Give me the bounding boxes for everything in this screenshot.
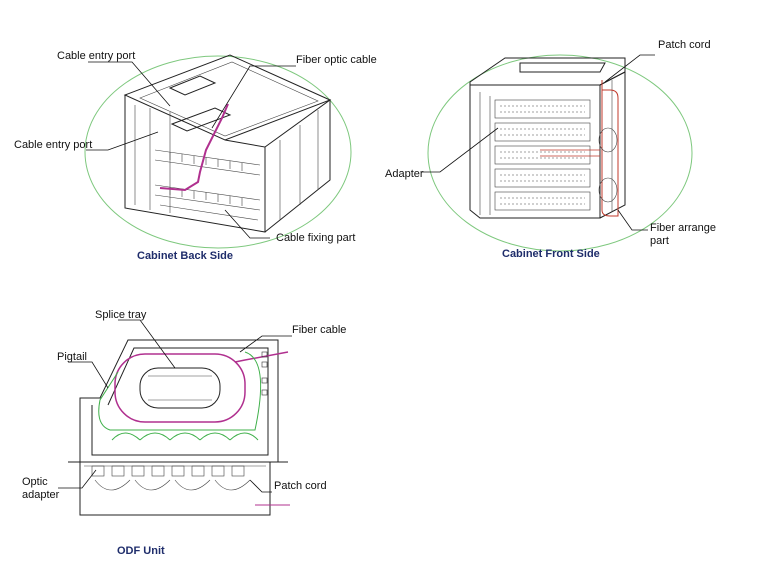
odf-pigtails	[98, 351, 262, 441]
back-label-fiber-optic-cable: Fiber optic cable	[296, 54, 377, 66]
odf-title: ODF Unit	[117, 545, 165, 557]
odf-unit-figure	[68, 339, 290, 516]
front-label-fiber-arrange-part: part	[650, 235, 669, 247]
odf-right-ports	[261, 351, 268, 396]
cabinet-back-figure	[84, 54, 352, 249]
odf-adapter-row	[91, 465, 251, 491]
front-title: Cabinet Front Side	[502, 248, 600, 260]
back-title: Cabinet Back Side	[137, 250, 233, 262]
back-label-cable-entry-top: Cable entry port	[57, 50, 135, 62]
odf-label-patch-cord: Patch cord	[274, 480, 327, 492]
back-cabinet-right-face	[264, 99, 331, 233]
back-highlight-ellipse	[84, 55, 352, 249]
odf-splice-tray	[114, 353, 246, 423]
odf-label-fiber-cable: Fiber cable	[292, 324, 346, 336]
odf-label-splice-tray: Splice tray	[95, 309, 147, 321]
front-adapter-rows	[494, 99, 591, 211]
odf-label-adapter: adapter	[22, 489, 60, 501]
odf-label-pigtail: Pigtail	[57, 351, 87, 363]
odf-label-optic: Optic	[22, 476, 48, 488]
cabinet-front-figure	[427, 54, 693, 252]
front-highlight-ellipse	[427, 54, 693, 252]
front-label-adapter: Adapter	[385, 168, 424, 180]
front-patch-cord	[601, 80, 619, 217]
front-label-patch-cord: Patch cord	[658, 39, 711, 51]
odf-fiber-cable	[234, 351, 289, 363]
back-cabinet-top	[123, 54, 332, 141]
back-label-cable-fixing-part: Cable fixing part	[276, 232, 356, 244]
front-label-fiber-arrange: Fiber arrange	[650, 222, 716, 234]
back-fiber-cable	[159, 103, 229, 192]
front-cabinet-body	[469, 85, 601, 219]
back-top-port	[168, 75, 217, 96]
back-label-cable-entry-side: Cable entry port	[14, 139, 92, 151]
